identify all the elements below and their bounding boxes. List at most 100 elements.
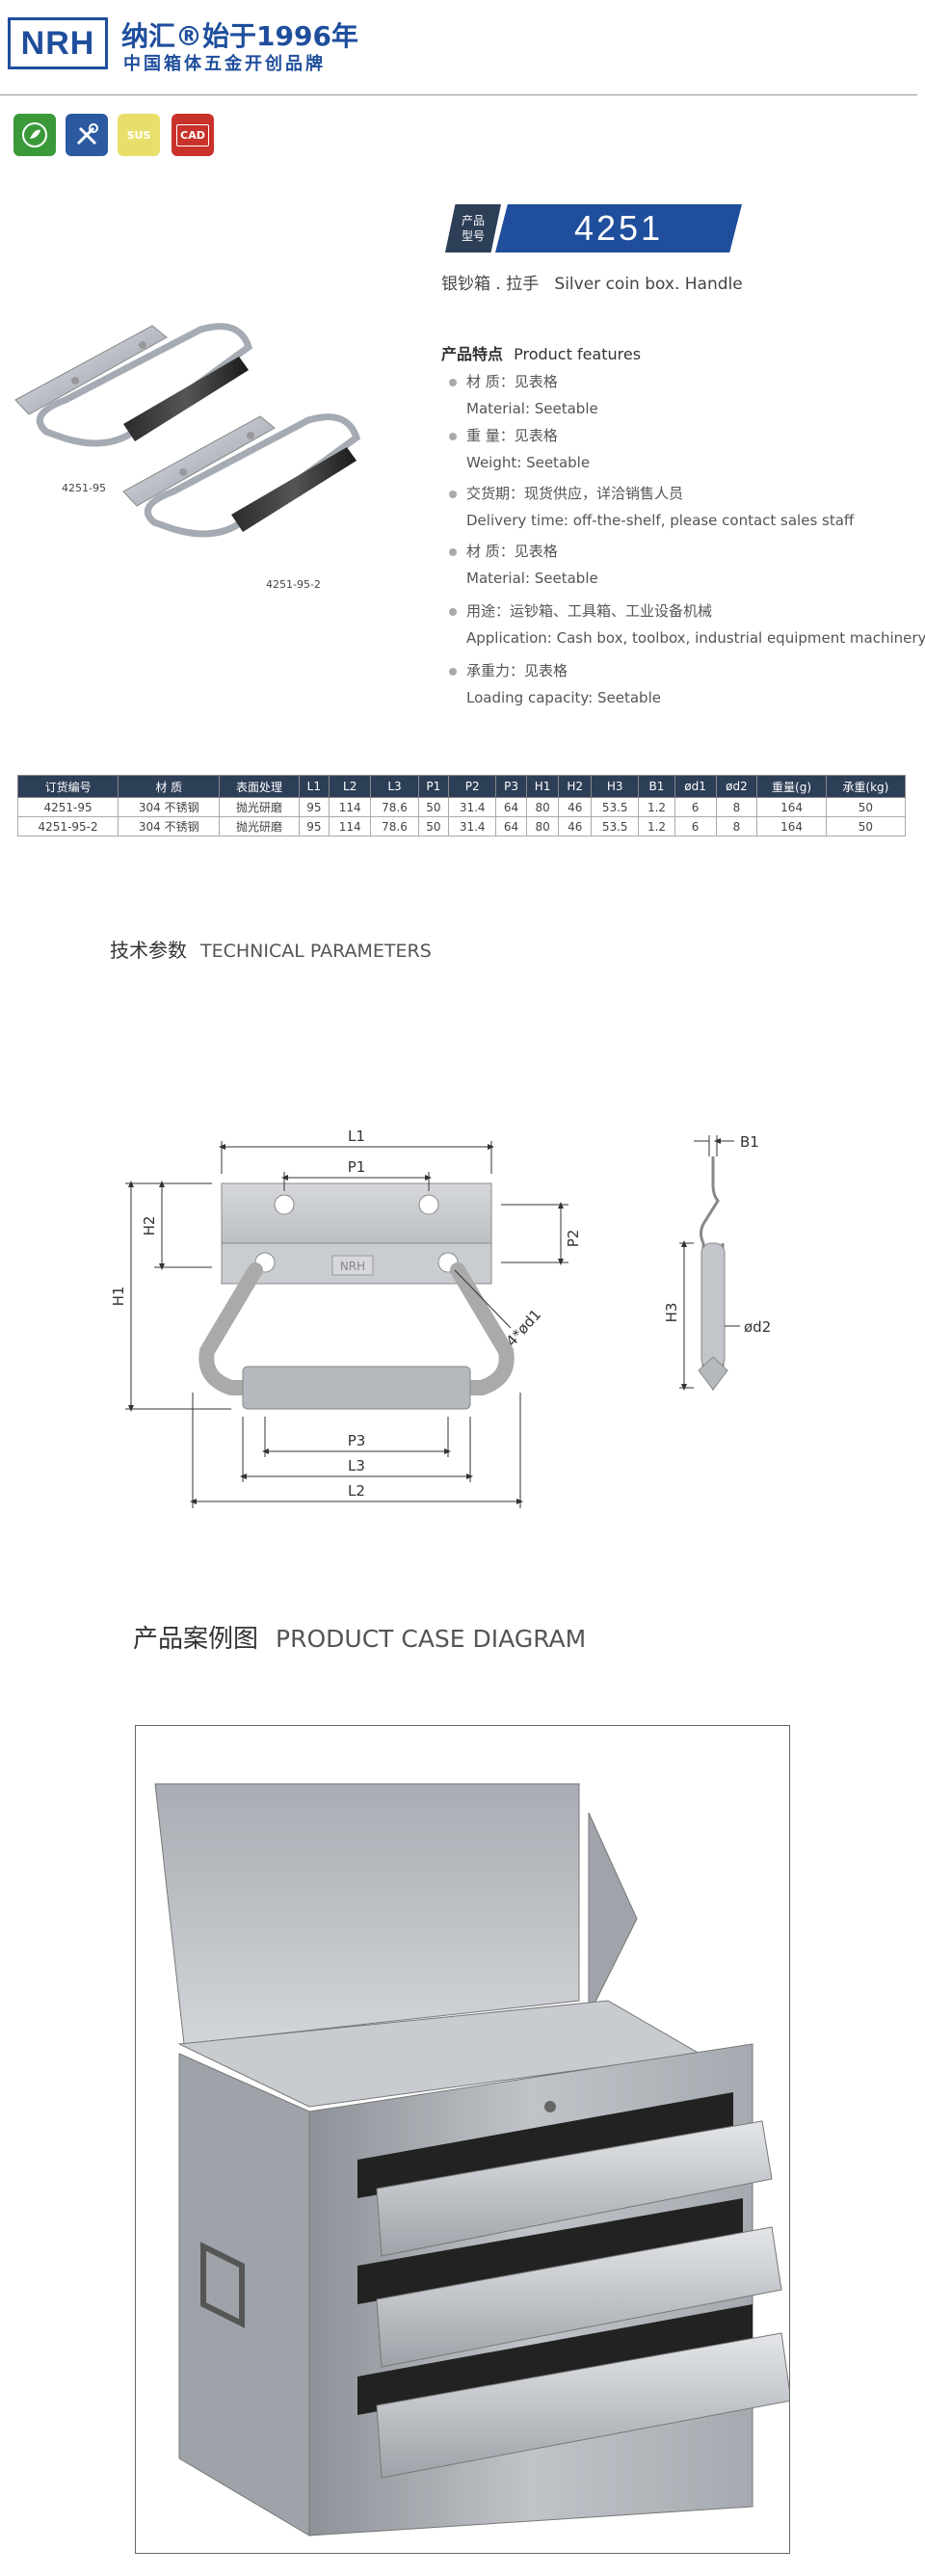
table-cell: 4251-95 xyxy=(16,797,119,817)
table-cell: 114 xyxy=(329,797,372,817)
feature-cn: 重 量：见表格 xyxy=(466,427,558,444)
table-cell: 64 xyxy=(495,816,527,837)
feature-cn: 交货期：现货供应，详洽销售人员 xyxy=(466,485,684,502)
brand-slogan: 纳汇®始于1996年 xyxy=(121,20,358,52)
table-cell: 1.2 xyxy=(638,816,675,837)
feature-en: Application: Cash box, toolbox, industri… xyxy=(466,629,925,647)
sus-label: SUS xyxy=(126,128,151,142)
table-cell: 164 xyxy=(756,797,827,817)
dimension-lines xyxy=(125,1141,568,1508)
table-cell: 53.5 xyxy=(591,816,640,837)
table-cell: 6 xyxy=(674,797,717,817)
features-heading: 产品特点 Product features xyxy=(441,341,641,364)
table-cell: 31.4 xyxy=(448,816,497,837)
dim-h1: H1 xyxy=(110,1287,127,1307)
feature-item: 重 量：见表格 Weight: Seetable xyxy=(449,422,925,476)
table-cell: 78.6 xyxy=(370,797,419,817)
case-title-cn: 产品案例图 xyxy=(133,1625,259,1654)
feature-en: Material: Seetable xyxy=(466,400,598,417)
table-cell: 53.5 xyxy=(591,797,640,817)
table-cell: 31.4 xyxy=(448,797,497,817)
brand-logo: NRH xyxy=(8,17,108,69)
col-header: ød1 xyxy=(674,775,717,798)
col-header: P3 xyxy=(495,775,527,798)
table-cell: 1.2 xyxy=(638,797,675,817)
col-header: H2 xyxy=(558,775,593,798)
header-divider xyxy=(0,94,917,95)
product-photos: 4251-95 4251-95-2 xyxy=(14,323,361,591)
dim-p1: P1 xyxy=(348,1158,366,1176)
logo-text: NRH xyxy=(20,24,95,62)
drawing-logo: NRH xyxy=(340,1260,365,1273)
table-cell: 46 xyxy=(558,816,593,837)
case-photo-frame xyxy=(135,1725,790,2554)
table-cell: 80 xyxy=(525,816,560,837)
table-cell: 46 xyxy=(558,797,593,817)
table-cell: 50 xyxy=(825,797,907,817)
feature-cn: 用途：运钞箱、工具箱、工业设备机械 xyxy=(466,602,713,620)
toolbox-photo xyxy=(154,1783,789,2536)
feature-en: Material: Seetable xyxy=(466,570,598,587)
model-tag: 产品 型号 xyxy=(445,204,501,252)
model-tag-label: 产品 型号 xyxy=(461,214,485,243)
dim-h2: H2 xyxy=(141,1216,158,1236)
tools-icon xyxy=(66,114,108,156)
handle-photo-2 xyxy=(122,413,361,538)
table-cell: 78.6 xyxy=(370,816,419,837)
product-subtitle: 银钞箱 . 拉手 Silver coin box. Handle xyxy=(441,275,743,294)
col-header: H1 xyxy=(525,775,560,798)
dim-l1: L1 xyxy=(348,1128,365,1145)
feature-en: Loading capacity: Seetable xyxy=(466,689,661,706)
table-cell: 304 不锈钢 xyxy=(118,816,221,837)
feature-item: 承重力：见表格 Loading capacity: Seetable xyxy=(449,657,925,711)
table-cell: 95 xyxy=(298,797,330,817)
model-number: 4251 xyxy=(573,208,664,248)
feature-cn: 材 质：见表格 xyxy=(466,373,558,390)
table-row: 4251-95-2 304 不锈钢 抛光研磨 95 114 78.6 50 31… xyxy=(16,816,907,837)
table-cell: 80 xyxy=(525,797,560,817)
dim-d1: 4*ød1 xyxy=(503,1306,545,1350)
brand-tagline: 中国箱体五金开创品牌 xyxy=(123,54,326,74)
col-header: L2 xyxy=(329,775,372,798)
table-cell: 抛光研磨 xyxy=(219,816,300,837)
dim-b1: B1 xyxy=(740,1133,759,1151)
table-row: 4251-95 304 不锈钢 抛光研磨 95 114 78.6 50 31.4… xyxy=(16,797,907,817)
photo-label-2: 4251-95-2 xyxy=(266,578,321,591)
feature-item: 材 质：见表格 Material: Seetable xyxy=(449,368,925,422)
table-cell: 304 不锈钢 xyxy=(118,797,221,817)
col-header: L1 xyxy=(298,775,330,798)
handle-photo-1 xyxy=(14,323,253,447)
col-header: P1 xyxy=(417,775,450,798)
feature-en: Weight: Seetable xyxy=(466,454,591,471)
table-cell: 6 xyxy=(674,816,717,837)
col-header: ød2 xyxy=(715,775,758,798)
col-header: 表面处理 xyxy=(219,775,300,798)
technical-title-en: TECHNICAL PARAMETERS xyxy=(200,941,432,962)
feature-item: 交货期：现货供应，详洽销售人员 Delivery time: off-the-sh… xyxy=(449,480,925,534)
feature-en: Delivery time: off-the-shelf, please con… xyxy=(466,512,855,529)
feature-cn: 承重力：见表格 xyxy=(466,662,568,679)
sus-badge: SUS xyxy=(118,114,160,156)
dim-p3: P3 xyxy=(348,1432,366,1449)
technical-drawing: NRH L1 P1 P2 H2 H1 P3 L3 L2 4*ød1 xyxy=(110,1128,771,1508)
dim-h3: H3 xyxy=(663,1303,680,1323)
side-view xyxy=(698,1156,728,1392)
dim-l2: L2 xyxy=(348,1482,365,1500)
table-cell: 4251-95-2 xyxy=(16,816,119,837)
feature-item: 用途：运钞箱、工具箱、工业设备机械 Application: Cash box, … xyxy=(449,598,925,651)
table-cell: 8 xyxy=(715,816,758,837)
col-header: 重量(g) xyxy=(756,775,827,798)
dim-l3: L3 xyxy=(348,1457,365,1474)
col-header: B1 xyxy=(638,775,675,798)
col-header: 承重(kg) xyxy=(825,775,907,798)
col-header: 材 质 xyxy=(118,775,221,798)
table-cell: 8 xyxy=(715,797,758,817)
table-cell: 164 xyxy=(756,816,827,837)
features-title-cn: 产品特点 xyxy=(441,345,504,363)
front-view: NRH xyxy=(198,1182,515,1410)
dim-p2: P2 xyxy=(565,1230,582,1248)
col-header: H3 xyxy=(591,775,640,798)
